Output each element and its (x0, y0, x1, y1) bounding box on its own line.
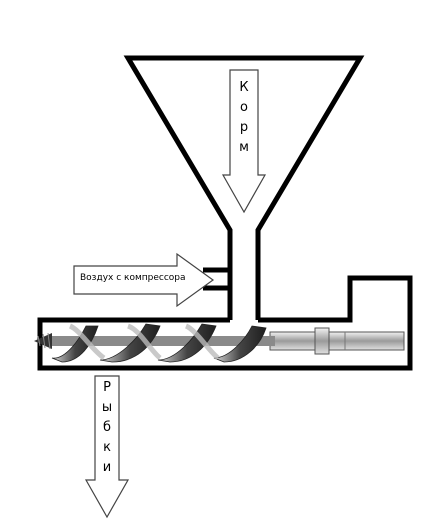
fish-label-char: к (103, 440, 111, 455)
auger-shank (269, 331, 405, 351)
feed-arrow (221, 69, 267, 214)
auger-core (50, 336, 275, 346)
auger-tip (34, 333, 52, 349)
fish-label-char: Р (103, 380, 111, 395)
fish-arrow (84, 375, 130, 519)
feed-label-char: р (239, 120, 249, 135)
auger-flight-back (68, 323, 220, 361)
feed-label-char: о (240, 100, 248, 115)
fish-label: Р ы б к и (99, 378, 115, 478)
fish-label-char: ы (101, 400, 113, 415)
fish-label-char: и (102, 460, 112, 475)
feed-label: К о р м (236, 78, 252, 158)
fish-label-char: б (102, 420, 112, 435)
air-label: Воздух с компрессора (80, 273, 186, 283)
auger-flight-2 (99, 323, 161, 363)
auger-screw (34, 323, 405, 363)
auger-flight-4 (213, 325, 267, 363)
auger-flight-3 (157, 323, 217, 363)
auger-shank-collar (314, 327, 330, 355)
auger-flight-1 (51, 325, 99, 363)
feed-label-char: К (239, 80, 249, 95)
auger-tube (37, 275, 413, 371)
hopper-outline (123, 55, 365, 320)
feed-label-char: м (239, 140, 249, 155)
auger-tip-thread (37, 332, 51, 350)
air-inlet-stubs (203, 267, 233, 320)
air-arrow (73, 252, 215, 308)
